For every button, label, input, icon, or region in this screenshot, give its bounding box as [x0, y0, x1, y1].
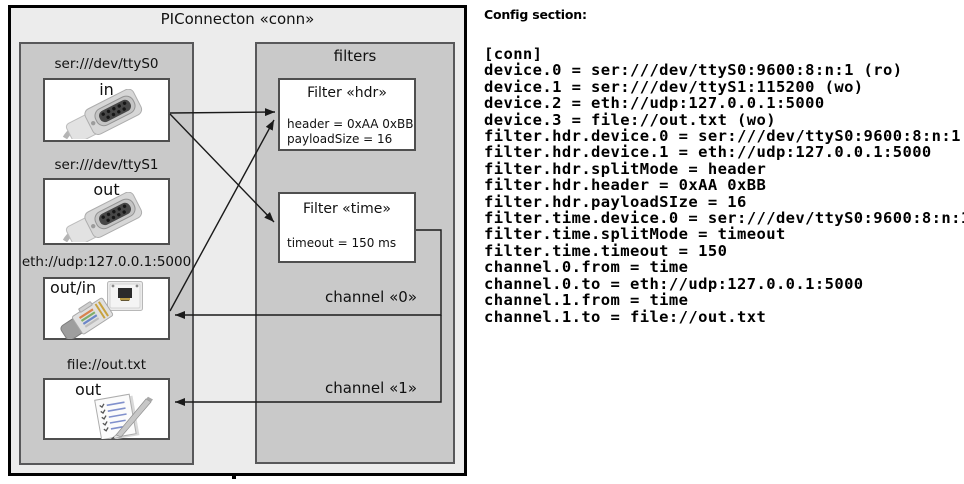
- device-port-direction: in: [99, 80, 114, 99]
- filter-properties: header = 0xAA 0xBB payloadSize = 16: [287, 117, 413, 147]
- filter-property: timeout = 150 ms: [287, 236, 397, 250]
- config-lines: [conn] device.0 = ser:///dev/ttyS0:9600:…: [484, 46, 964, 325]
- config-line: device.2 = eth://udp:127.0.0.1:5000: [484, 94, 825, 113]
- serial-connector-icon: [62, 192, 143, 242]
- device-label-eth: eth://udp:127.0.0.1:5000: [21, 254, 192, 270]
- config-line: filter.hdr.splitMode = header: [484, 159, 767, 178]
- serial-connector-icon: [62, 89, 143, 139]
- filters-panel-title: filters: [333, 47, 377, 65]
- config-line: channel.0.to = eth://udp:127.0.0.1:5000: [484, 274, 864, 293]
- config-line: [conn]: [484, 45, 543, 63]
- config-heading: Config section:: [484, 7, 587, 22]
- connection-diagram: PIConnecton «conn» filters ser:///dev/tt…: [8, 5, 467, 476]
- filter-box-time: Filter «time» timeout = 150 ms: [278, 192, 416, 263]
- device-port-direction: out: [93, 180, 120, 199]
- config-line: filter.hdr.payloadSIze = 16: [484, 192, 747, 211]
- filter-property: header = 0xAA 0xBB: [287, 117, 414, 131]
- channel-0-label: channel «0»: [324, 288, 417, 306]
- config-line: filter.time.splitMode = timeout: [484, 225, 786, 244]
- filter-box-hdr: Filter «hdr» header = 0xAA 0xBB payloadS…: [278, 78, 416, 151]
- config-line: channel.1.to = file://out.txt: [484, 307, 767, 326]
- pen-icon: [110, 396, 153, 439]
- device-label-ttys1: ser:///dev/ttyS1: [54, 157, 159, 173]
- device-box-eth: out/in: [43, 277, 170, 340]
- filter-title: Filter «time»: [303, 201, 391, 217]
- notepad-icon: [94, 393, 153, 439]
- crop-mark: [232, 473, 236, 479]
- device-box-ttys0: in: [43, 78, 170, 142]
- filter-property: payloadSize = 16: [287, 132, 393, 146]
- device-label-file: file://out.txt: [66, 357, 147, 373]
- config-line: device.3 = file://out.txt (wo): [484, 110, 776, 129]
- ethernet-jack-icon: [107, 281, 143, 311]
- config-line: device.1 = ser:///dev/ttyS1:115200 (wo): [484, 77, 864, 96]
- device-box-file: out: [43, 378, 170, 440]
- config-section: Config section: [conn] device.0 = ser://…: [484, 8, 964, 325]
- filter-properties: timeout = 150 ms: [287, 236, 396, 251]
- channel-1-label: channel «1»: [324, 379, 417, 397]
- config-line: filter.time.timeout = 150: [484, 241, 728, 260]
- config-line: filter.time.device.0 = ser:///dev/ttyS0:…: [484, 209, 964, 228]
- config-line: filter.hdr.header = 0xAA 0xBB: [484, 176, 767, 195]
- config-line: filter.hdr.device.1 = eth://udp:127.0.0.…: [484, 143, 932, 162]
- filter-title: Filter «hdr»: [307, 85, 387, 101]
- config-line: channel.0.from = time: [484, 258, 689, 277]
- diagram-title: PIConnecton «conn»: [160, 10, 315, 28]
- device-port-direction: out: [75, 380, 102, 399]
- config-line: filter.hdr.device.0 = ser:///dev/ttyS0:9…: [484, 127, 961, 146]
- config-line: channel.1.from = time: [484, 291, 689, 310]
- ethernet-connector-icon: [60, 297, 114, 339]
- device-box-ttys1: out: [43, 178, 170, 245]
- device-port-direction: out/in: [50, 278, 97, 297]
- device-label-ttys0: ser:///dev/ttyS0: [54, 56, 159, 72]
- config-line: device.0 = ser:///dev/ttyS0:9600:8:n:1 (…: [484, 61, 903, 80]
